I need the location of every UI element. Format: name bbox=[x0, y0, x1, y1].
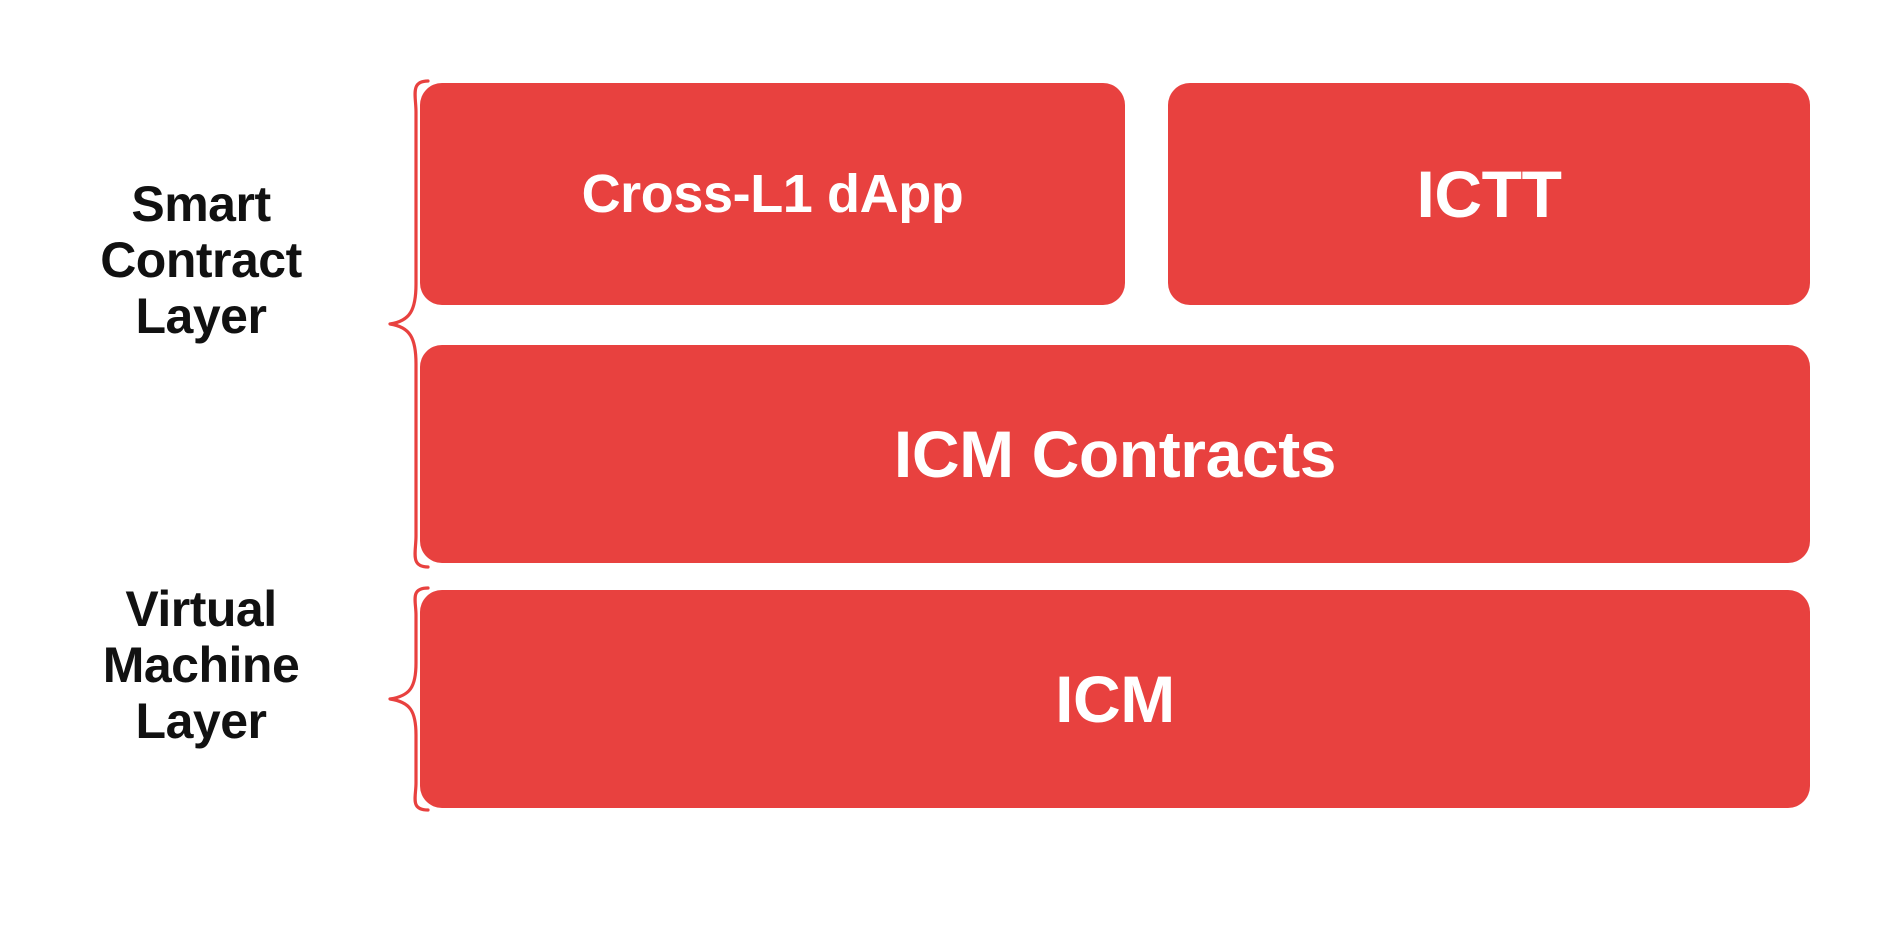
node-box-label: ICM bbox=[1055, 662, 1175, 736]
node-box-cross-l1-dapp[interactable]: Cross-L1 dApp bbox=[420, 83, 1125, 305]
node-box-label: ICTT bbox=[1416, 157, 1562, 231]
layer-label-smart-contract: Smart Contract Layer bbox=[100, 176, 302, 344]
node-box-ictt[interactable]: ICTT bbox=[1168, 83, 1810, 305]
node-box-label: ICM Contracts bbox=[893, 417, 1337, 491]
layer-label-virtual-machine: Virtual Machine Layer bbox=[102, 581, 300, 749]
node-box-icm-contracts[interactable]: ICM Contracts bbox=[420, 345, 1810, 563]
node-box-icm[interactable]: ICM bbox=[420, 590, 1810, 808]
curly-brace-icon-smart-contract bbox=[386, 78, 430, 570]
curly-brace-icon-virtual-machine bbox=[386, 585, 430, 813]
node-box-label: Cross-L1 dApp bbox=[581, 164, 964, 224]
